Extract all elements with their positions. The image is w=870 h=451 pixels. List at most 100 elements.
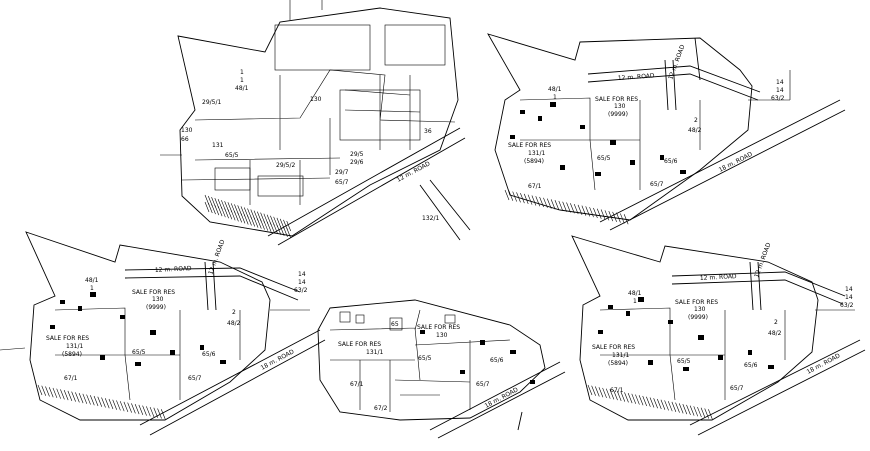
hatch-stroke bbox=[520, 193, 525, 204]
hatch-stroke bbox=[554, 200, 560, 211]
plan-2-plot-label: 65/5 bbox=[597, 155, 611, 162]
dark-block bbox=[50, 325, 55, 329]
hatch-stroke bbox=[67, 390, 73, 401]
plan-2-road-label: 18 m. ROAD bbox=[718, 151, 754, 174]
dark-block bbox=[698, 335, 704, 340]
plan-1-plot-label: 48/1 bbox=[235, 85, 249, 92]
hatch-stroke bbox=[616, 212, 621, 223]
dark-block bbox=[630, 160, 635, 165]
plan-2-plot-label: 14 bbox=[776, 79, 784, 86]
plan-2-dark-marks bbox=[510, 102, 686, 176]
hatch-stroke bbox=[63, 390, 69, 401]
plan-1-plot-label: 29/7 bbox=[335, 169, 349, 176]
hatch-stroke bbox=[283, 226, 288, 238]
plan-2-plot-label: 14 bbox=[776, 87, 784, 94]
hatch-stroke bbox=[664, 400, 669, 411]
hatch-stroke bbox=[550, 199, 556, 210]
hatch-stroke bbox=[660, 399, 666, 410]
hatch-stroke bbox=[523, 193, 529, 205]
plan-5-plot-label: (5894) bbox=[608, 360, 628, 367]
hatch-stroke bbox=[247, 215, 252, 226]
dark-block bbox=[626, 311, 630, 316]
plan-1-plot-label: 66 bbox=[181, 136, 189, 143]
plan-4-plot-label: 67/2 bbox=[374, 405, 388, 412]
hatch-stroke bbox=[266, 221, 272, 232]
hatch-stroke bbox=[585, 206, 590, 217]
plan-1-plot-label: 130 bbox=[310, 96, 322, 103]
plan-3-road bbox=[124, 267, 326, 436]
hatch-stroke bbox=[620, 391, 626, 402]
hatch-stroke bbox=[97, 396, 103, 407]
hatch-stroke bbox=[52, 387, 58, 399]
plan-2-plot-label: 131/1 bbox=[528, 150, 545, 157]
hatch-stroke bbox=[602, 387, 607, 399]
plan-1-plot-label: 130 bbox=[181, 127, 193, 134]
plan-3-plot-lines bbox=[0, 307, 310, 401]
hatch-stroke bbox=[512, 191, 517, 202]
hatch-stroke bbox=[573, 203, 579, 215]
dark-block bbox=[78, 306, 82, 311]
hatch-stroke bbox=[675, 402, 680, 413]
hatch-stroke bbox=[598, 387, 604, 398]
plan-5-plot-label: 65/6 bbox=[744, 362, 758, 369]
dark-block bbox=[220, 360, 226, 364]
plan-1-road-label: 12 m. ROAD bbox=[396, 160, 432, 184]
hatch-stroke bbox=[516, 192, 521, 203]
dark-block bbox=[120, 315, 125, 319]
dark-block bbox=[420, 330, 425, 334]
plan-1-plot-lines bbox=[160, 0, 456, 205]
hatch-stroke bbox=[78, 392, 84, 404]
hatch-stroke bbox=[682, 404, 688, 415]
hatch-stroke bbox=[123, 401, 129, 413]
hatch-stroke bbox=[157, 408, 162, 419]
plan-4-plot-label: 65/5 bbox=[418, 355, 432, 362]
hatch-stroke bbox=[591, 385, 596, 396]
plan-3-dark-marks bbox=[50, 292, 226, 366]
plan-2-plot-label: 63/2 bbox=[771, 95, 785, 102]
plan-4-road bbox=[429, 361, 566, 439]
plan-3-plot-label: 65/6 bbox=[202, 351, 216, 358]
plan-1-plot-label: 131 bbox=[212, 142, 224, 149]
plan-3-road-vertical bbox=[204, 261, 217, 311]
plan-1-boundary bbox=[177, 7, 459, 237]
plan-5-plot-label: 2 bbox=[774, 319, 778, 326]
hatch-stroke bbox=[620, 213, 625, 224]
hatch-stroke bbox=[686, 404, 691, 415]
plan-5-plot-label: SALE FOR RES bbox=[592, 344, 635, 351]
hatch-stroke bbox=[146, 406, 151, 417]
hatch-stroke bbox=[108, 398, 114, 410]
hatch-stroke bbox=[142, 405, 147, 416]
hatch-stroke bbox=[257, 218, 262, 229]
plan-5-plot-label: 14 bbox=[845, 286, 853, 293]
hatch-stroke bbox=[93, 395, 99, 407]
plan-3-plot-label: 14 bbox=[298, 279, 306, 286]
hatch-stroke bbox=[37, 384, 43, 396]
hatch-stroke bbox=[671, 401, 677, 413]
dark-block bbox=[748, 350, 752, 355]
plan-3-plot-label: (5894) bbox=[62, 351, 82, 358]
plan-2-plot-label: 65/7 bbox=[650, 181, 664, 188]
plan-5-dark-marks bbox=[598, 297, 774, 371]
plan-4-plot-label: 67/1 bbox=[350, 381, 364, 388]
dark-block bbox=[595, 172, 601, 176]
hatch-stroke bbox=[570, 203, 575, 214]
plan-3-plot-label: 1 bbox=[90, 285, 94, 292]
hatch-stroke bbox=[704, 408, 709, 419]
plan-2-boundary bbox=[487, 33, 753, 221]
hatch-stroke bbox=[624, 392, 629, 403]
dark-block bbox=[660, 155, 664, 160]
plan-5-road bbox=[671, 271, 866, 436]
dark-block bbox=[510, 350, 516, 354]
hatch-stroke bbox=[48, 387, 54, 398]
plan-5-plot-label: 67/1 bbox=[610, 387, 624, 394]
plan-5-plot-label: 48/1 bbox=[628, 290, 642, 297]
hatch-stroke bbox=[613, 390, 618, 401]
hatch-stroke bbox=[227, 209, 233, 220]
hatch-stroke bbox=[45, 386, 50, 397]
plan-3-plot-label: 63/2 bbox=[294, 287, 308, 294]
plan-5-plot-label: 65/7 bbox=[730, 385, 744, 392]
plan-4-buildings bbox=[339, 311, 456, 331]
hatch-stroke bbox=[237, 212, 242, 223]
hatch-stroke bbox=[587, 384, 593, 396]
hatch-stroke bbox=[90, 395, 95, 406]
